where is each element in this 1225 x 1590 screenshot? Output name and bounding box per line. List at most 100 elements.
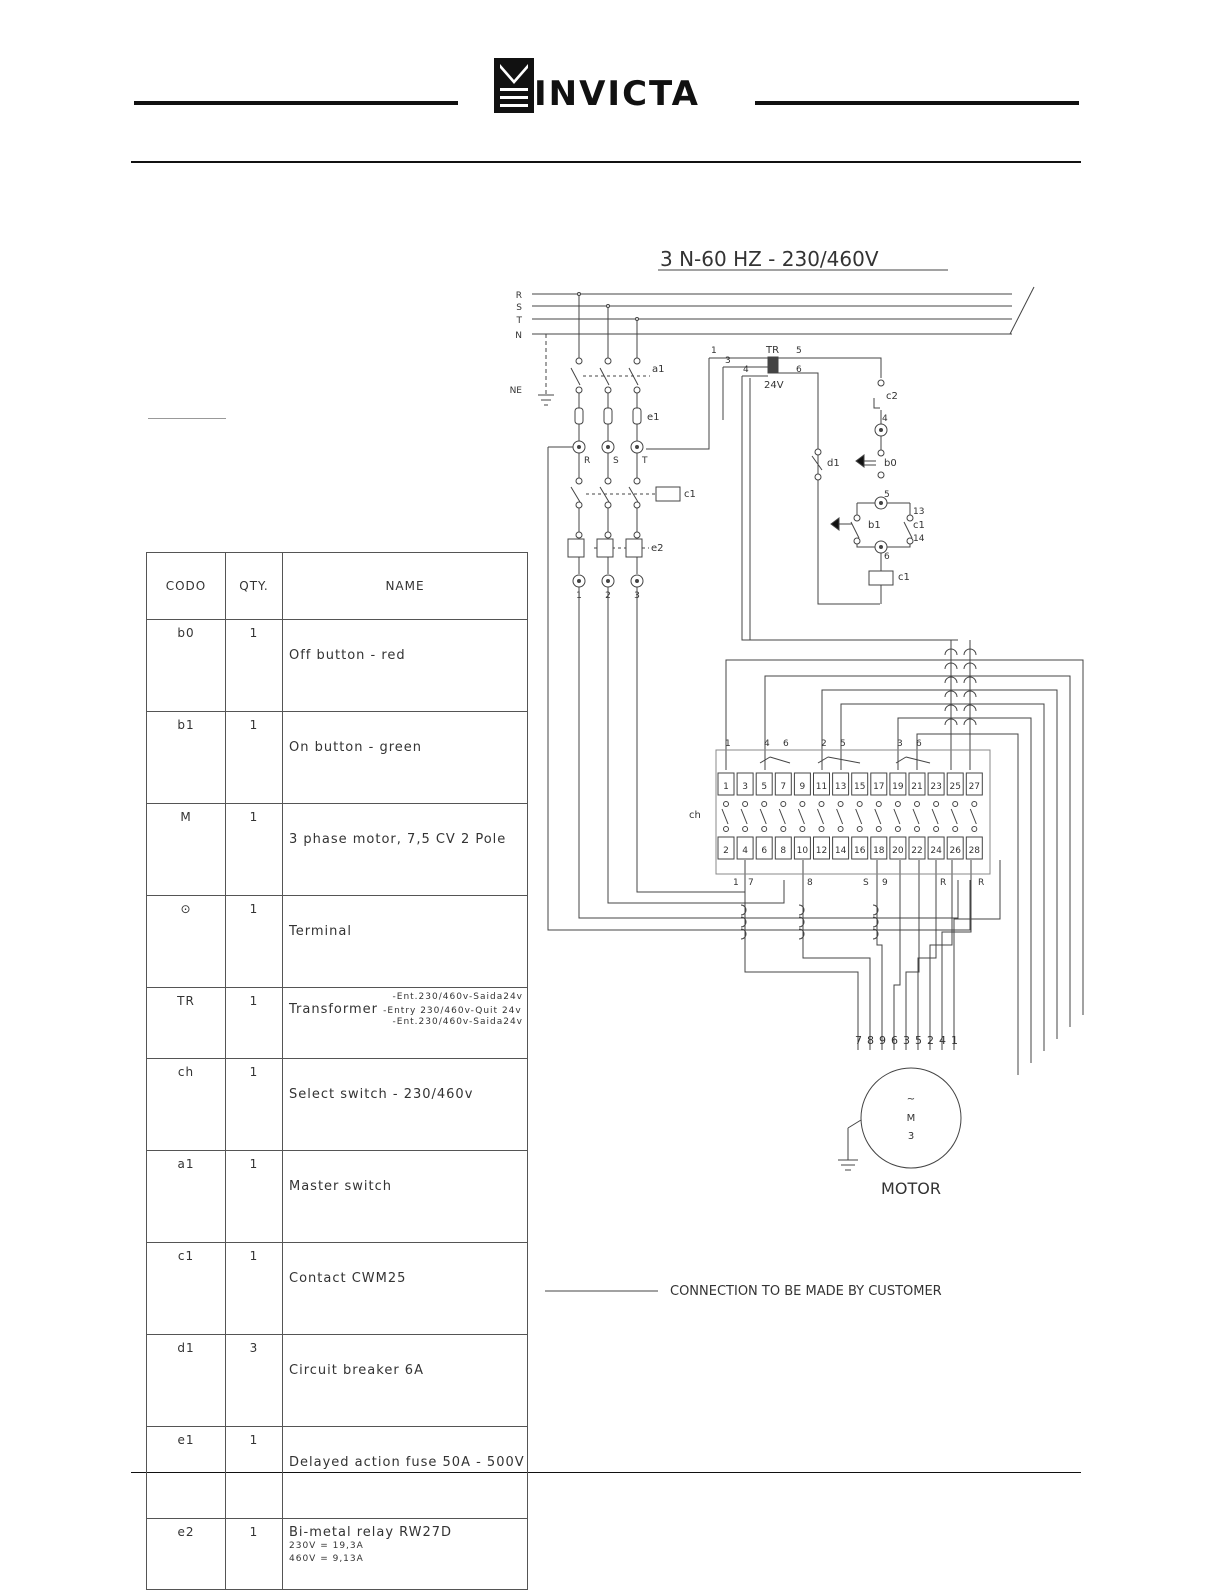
bimetal-relay-icon: [625, 538, 643, 558]
switch-top-number: 3: [742, 782, 748, 792]
switch-top-number: 27: [969, 782, 980, 792]
motor-bundle-wire: [821, 689, 1058, 1039]
motor-symbol: 3: [908, 1131, 914, 1142]
label-e2: e2: [651, 543, 664, 554]
switch-contact-blade: [817, 808, 824, 825]
components: [567, 292, 991, 1169]
switch-contact-blade: [759, 808, 767, 825]
wire-crossover: [944, 718, 958, 726]
switch-bottom-wire-label: S: [863, 878, 869, 888]
motor-lead-label: 7: [855, 1034, 862, 1047]
motor-lead-label: 1: [951, 1034, 958, 1047]
motor-bundle-wire: [725, 659, 1084, 1015]
contact-point: [875, 801, 882, 807]
contact-point: [575, 501, 583, 509]
parts-table: CODO QTY. NAME b0 1 Off button - red b1 …: [146, 552, 528, 1590]
motor-lead-label: 5: [915, 1034, 922, 1047]
control-number: 14: [913, 534, 925, 544]
switch-bottom-number: 2: [723, 846, 729, 856]
switch-bottom-number: 18: [873, 846, 885, 856]
contact-point: [761, 801, 768, 807]
switch-bottom-terminal: [908, 836, 926, 860]
contact-point: [742, 826, 749, 832]
row-qty: 1: [225, 1242, 283, 1335]
switch-bottom-terminal: [851, 836, 869, 860]
motor-lead-label: 9: [879, 1034, 886, 1047]
header-divider: [131, 161, 1081, 163]
contact-point: [971, 801, 978, 807]
table-row: b0 1 Off button - red: [146, 619, 528, 712]
wire-crossover: [798, 916, 805, 928]
wire-crossover: [740, 904, 747, 916]
bus-label: R: [516, 291, 522, 301]
relay-name: Bi-metal relay RW27D: [289, 1525, 453, 1540]
bus-junction: [577, 292, 581, 296]
label-b1: b1: [868, 520, 881, 531]
contact-point: [604, 386, 612, 394]
contact-point: [853, 514, 861, 522]
contact-point: [877, 471, 885, 479]
motor-lead-label: 3: [903, 1034, 910, 1047]
contact-point: [894, 826, 901, 832]
motor-lead-label: 8: [867, 1034, 874, 1047]
wire-crossover: [963, 676, 977, 684]
wire-crossover: [740, 928, 747, 940]
switch-top-number: 7: [780, 782, 786, 792]
tr-spec-line: -Ent.230/460v-Saida24v: [392, 992, 523, 1002]
control-coil-icon: [868, 570, 894, 586]
switch-bottom-wire-label: 1: [733, 878, 739, 888]
contactor-coil-icon: [655, 486, 681, 502]
terminal-dot: [879, 428, 883, 432]
label-e1: e1: [647, 412, 660, 423]
switch-bottom-wire-label: 9: [882, 878, 888, 888]
motor-lead-label: 4: [939, 1034, 946, 1047]
row-code: TR: [146, 987, 226, 1059]
switch-top-number: 21: [911, 782, 922, 792]
header-name: NAME: [282, 552, 528, 620]
motor-lead-wire: [941, 860, 972, 1050]
motor-bundle-wire: [916, 733, 1019, 1075]
legend-text: CONNECTION TO BE MADE BY CUSTOMER: [670, 1284, 942, 1299]
fuse-icon: [574, 407, 584, 425]
wire-crossover: [872, 916, 879, 928]
switch-top-number: 23: [930, 782, 941, 792]
switch-top-number: 15: [854, 782, 865, 792]
switch-top-number: 11: [816, 782, 827, 792]
terminal-dot: [879, 545, 883, 549]
contact-point: [633, 501, 641, 509]
contact-point: [814, 473, 822, 481]
switch-bottom-terminal: [736, 836, 754, 860]
table-row: a1 1 Master switch: [146, 1150, 528, 1243]
switch-contact-blade: [969, 808, 977, 825]
ground-label: NE: [510, 386, 523, 396]
invicta-logo-icon: [494, 58, 534, 113]
label-a1: a1: [652, 364, 665, 375]
wire-crossover: [944, 704, 958, 712]
bimetal-relay-icon: [596, 538, 614, 558]
switch-top-terminal: [832, 772, 850, 796]
jumper-line: [769, 756, 791, 764]
tr-name: Transformer: [289, 1002, 379, 1017]
switch-contact-blade: [855, 808, 863, 825]
label-c1-aux: c1: [913, 520, 925, 531]
motor-symbol: M: [907, 1113, 916, 1124]
switch-contact-blade: [721, 808, 729, 825]
contact-point: [604, 501, 612, 509]
contact-point: [780, 826, 787, 832]
table-row: M 1 3 phase motor, 7,5 CV 2 Pole: [146, 803, 528, 896]
tr-terminal-label: 6: [796, 365, 802, 375]
contact-point: [818, 801, 825, 807]
switch-bottom-wire-label: R: [940, 878, 946, 888]
contact-point: [814, 448, 822, 456]
contact-point: [761, 826, 768, 832]
fuse-icon: [632, 407, 642, 425]
motor-lead-wire: [802, 860, 871, 1050]
contact-point: [952, 826, 959, 832]
switch-top-terminal: [908, 772, 926, 796]
switch-bottom-number: 20: [892, 846, 904, 856]
contact-point: [894, 801, 901, 807]
label-tr-voltage: 24V: [764, 380, 784, 391]
row-code: e1: [146, 1426, 226, 1519]
b0-button-icon: [855, 454, 865, 468]
